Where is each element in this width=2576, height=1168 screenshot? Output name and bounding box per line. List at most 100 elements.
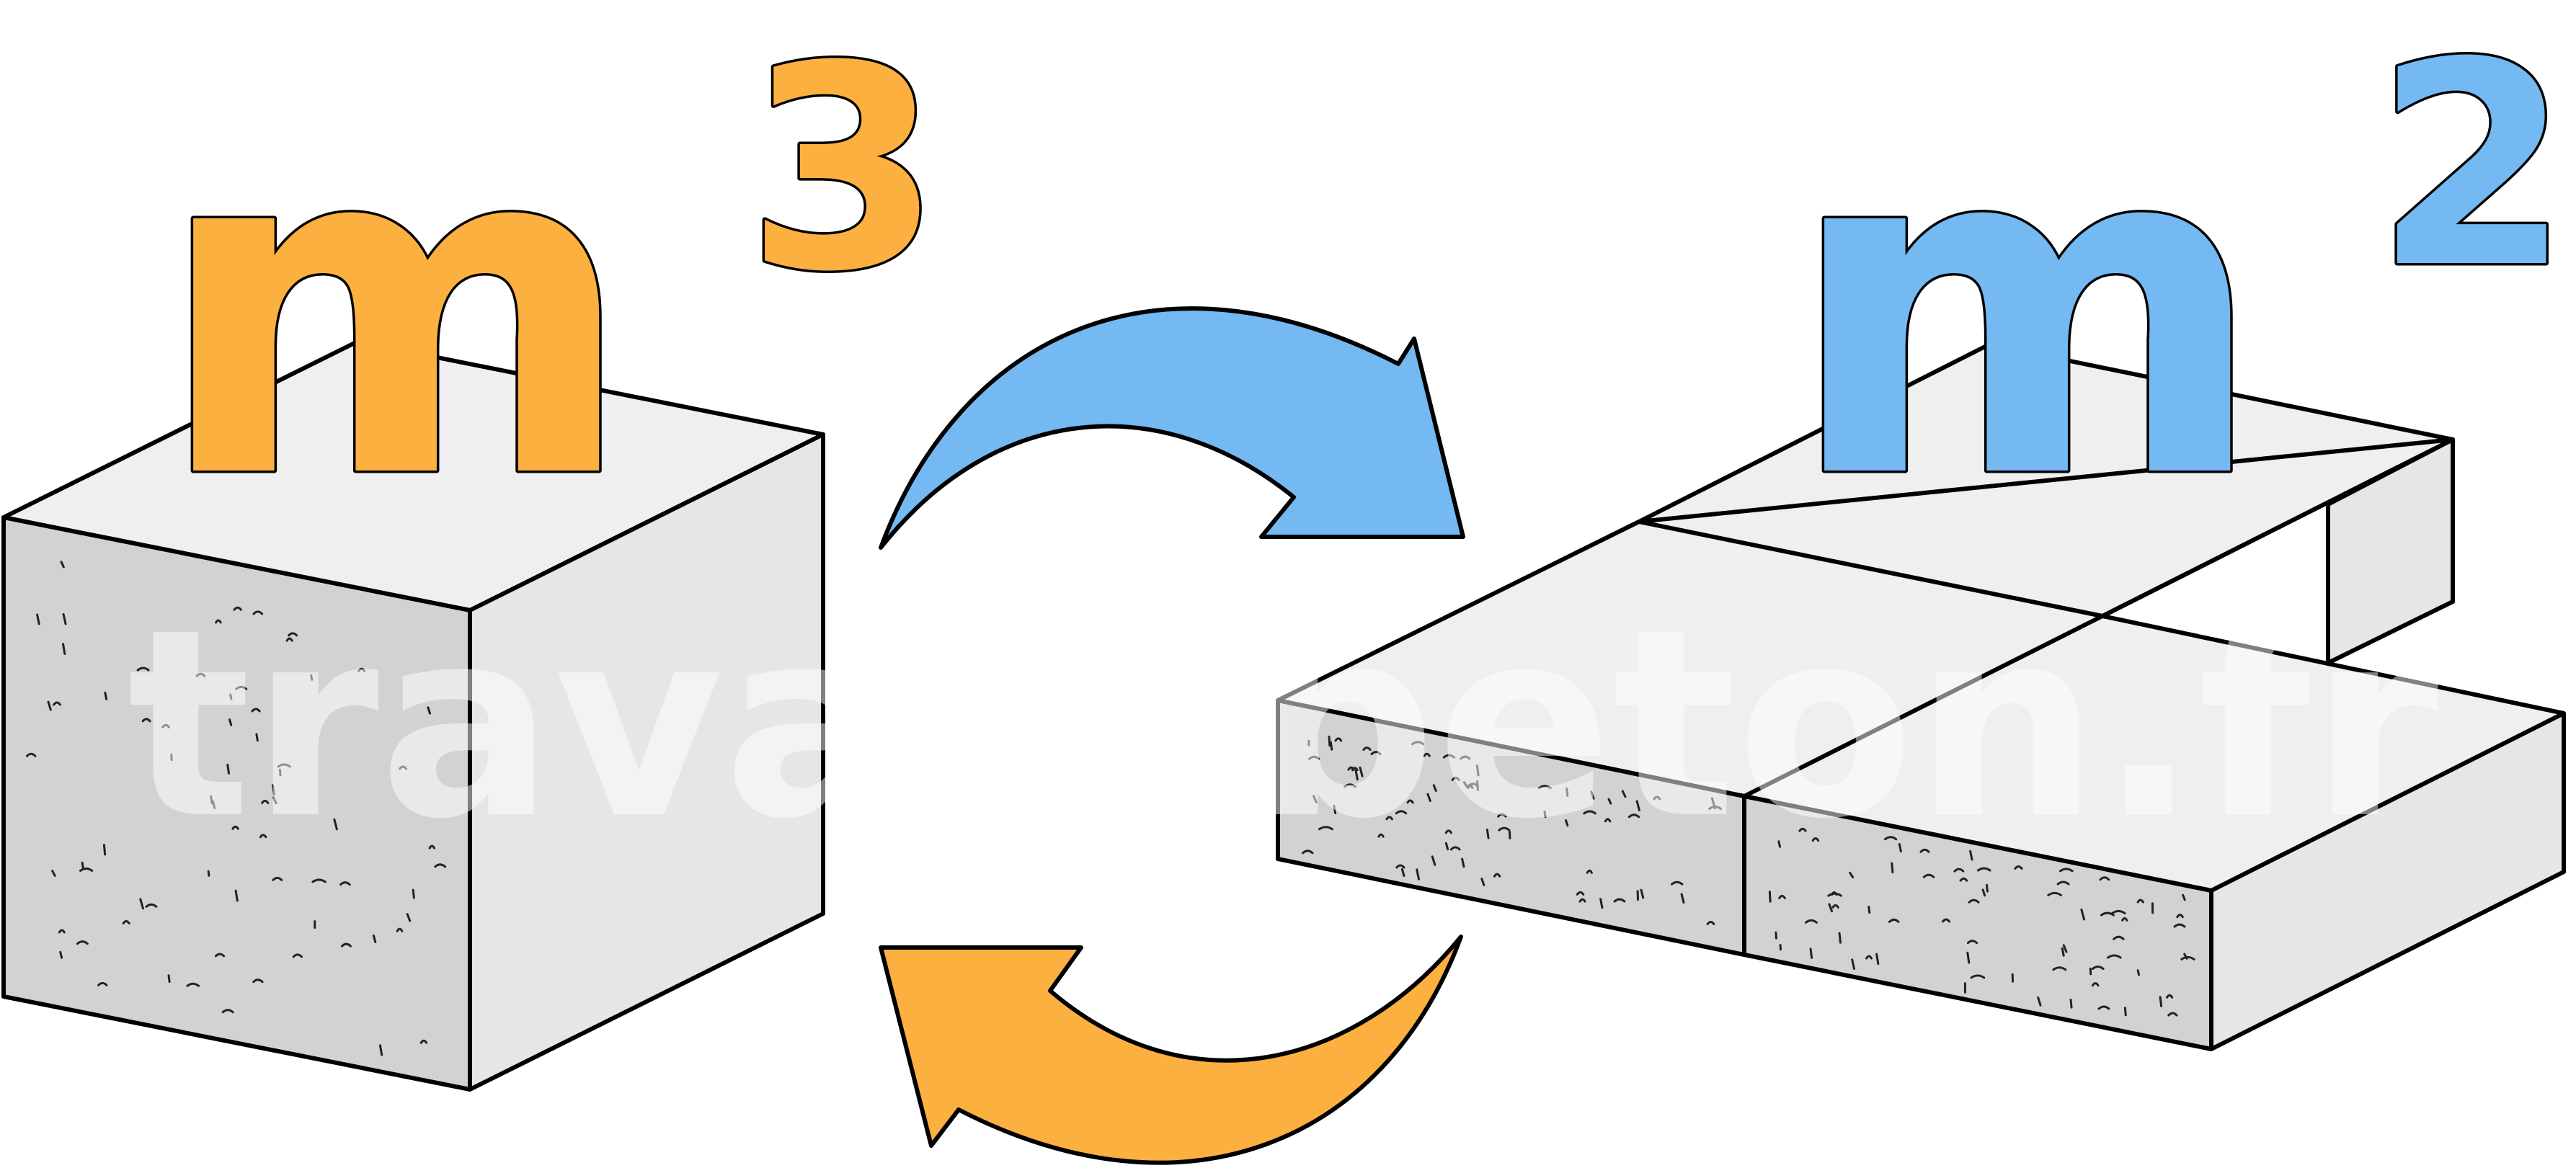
concrete-speck <box>2080 908 2086 921</box>
concrete-speck <box>2097 1005 2110 1010</box>
concrete-speck <box>333 818 338 831</box>
concrete-speck <box>1922 873 1935 878</box>
concrete-cube <box>1 339 825 1092</box>
concrete-speck <box>1537 785 1552 790</box>
slab-right-side-face <box>2209 711 2566 1051</box>
concrete-speck <box>141 718 151 723</box>
concrete-speck <box>288 632 298 637</box>
concrete-speck <box>1333 804 1337 814</box>
watermark: travauxbeton.fr <box>127 574 2440 875</box>
slab-seam-horizontal <box>1638 520 2103 618</box>
concrete-speck <box>1343 783 1357 788</box>
concrete-speck <box>1411 741 1425 746</box>
concrete-speck <box>1497 813 1507 818</box>
concrete-speck <box>1565 787 1569 797</box>
concrete-speck <box>1451 776 1460 781</box>
concrete-speck <box>1461 857 1465 868</box>
concrete-speck <box>285 637 293 642</box>
concrete-speck <box>1347 766 1355 771</box>
slab-seam-back <box>2101 437 2454 618</box>
concrete-speck <box>1798 827 1807 832</box>
concrete-speck <box>340 942 352 948</box>
concrete-speck <box>234 889 239 902</box>
concrete-speck <box>1318 826 1333 831</box>
concrete-speck <box>1919 848 1930 853</box>
concrete-speck <box>311 878 327 883</box>
concrete-speck <box>2121 917 2128 922</box>
concrete-speck <box>59 950 63 959</box>
cube-texture <box>25 561 447 1056</box>
concrete-speck <box>1302 850 1314 855</box>
concrete-speck <box>53 701 61 706</box>
concrete-speck <box>1883 836 1898 841</box>
concrete-speck <box>2037 996 2042 1007</box>
slab-seam-diagonal <box>1743 614 2104 798</box>
concrete-speck <box>277 763 291 768</box>
concrete-speck <box>1768 891 1772 903</box>
concrete-speck <box>60 561 65 569</box>
concrete-speck <box>1976 867 1991 872</box>
concrete-speck <box>145 903 158 908</box>
concrete-speck <box>1621 790 1627 798</box>
concrete-speck <box>1959 877 1968 882</box>
concrete-speck <box>1312 795 1318 803</box>
concrete-speck <box>1981 888 1986 897</box>
concrete-speck <box>1460 755 1471 760</box>
concrete-speck <box>1426 793 1431 803</box>
concrete-speck <box>1576 891 1585 896</box>
concrete-speck <box>102 844 107 856</box>
concrete-speck <box>2091 982 2100 987</box>
concrete-speck <box>2061 947 2065 957</box>
concrete-speck <box>1828 903 1834 913</box>
concrete-speck <box>1875 953 1880 966</box>
concrete-speck <box>1583 810 1596 815</box>
concrete-speck <box>79 867 94 872</box>
concrete-speck <box>1831 904 1839 909</box>
concrete-speck <box>2099 876 2110 881</box>
concrete-speck <box>1966 940 1978 945</box>
concrete-speck <box>1586 869 1593 874</box>
concrete-speck <box>2014 865 2023 870</box>
concrete-speck <box>1442 754 1456 759</box>
concrete-speck <box>1970 974 1986 979</box>
concrete-speck <box>406 913 412 922</box>
concrete-speck <box>1485 828 1490 839</box>
concrete-speck <box>1578 898 1586 903</box>
concrete-speck <box>1775 931 1777 940</box>
concrete-speck <box>2062 944 2068 953</box>
concrete-speck <box>1778 894 1786 899</box>
concrete-speck <box>1804 919 1818 924</box>
concrete-speck <box>76 940 89 945</box>
concrete-speck <box>2052 966 2067 971</box>
concrete-speck <box>2166 994 2174 999</box>
concrete-speck <box>419 1039 428 1044</box>
concrete-speck <box>1953 868 1965 873</box>
volume-unit-label: m 3 <box>153 4 944 582</box>
concrete-speck <box>271 784 275 796</box>
concrete-speck <box>2176 914 2184 919</box>
concrete-speck <box>2056 881 2070 886</box>
concrete-speck <box>396 927 404 932</box>
slab-texture <box>1302 735 1723 925</box>
concrete-speck <box>2159 996 2163 1007</box>
concrete-speck <box>228 718 233 726</box>
concrete-speck <box>428 844 435 850</box>
concrete-speck <box>186 982 200 987</box>
concrete-speck <box>1599 898 1604 909</box>
concrete-speck <box>214 953 226 958</box>
concrete-speck <box>1444 829 1452 834</box>
concrete-speck <box>1613 898 1626 903</box>
concrete-speck <box>251 708 261 713</box>
concrete-speck <box>1827 892 1842 897</box>
concrete-speck <box>1849 871 1855 878</box>
arrow-left-icon <box>879 935 1463 1165</box>
concrete-speck <box>1480 878 1485 886</box>
concrete-speck <box>1898 842 1902 853</box>
concrete-speck <box>1635 800 1640 811</box>
concrete-speck <box>81 861 84 870</box>
concrete-speck <box>1604 818 1612 823</box>
concrete-speck <box>235 685 248 690</box>
concrete-speck <box>47 700 52 711</box>
concrete-speck <box>1377 833 1385 838</box>
concrete-speck <box>1385 816 1393 821</box>
